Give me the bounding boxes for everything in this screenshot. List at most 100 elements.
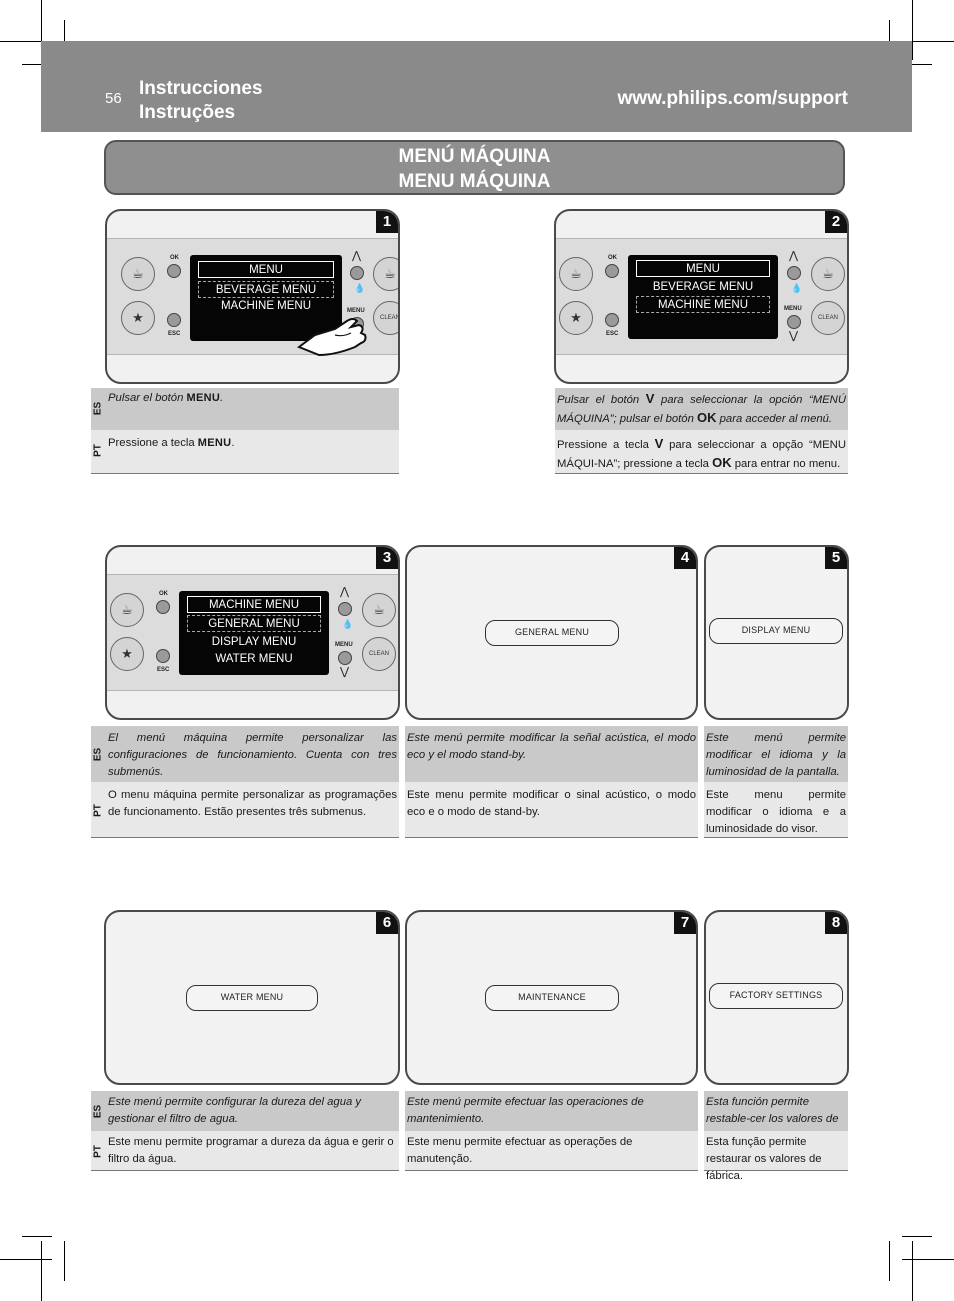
text-pt: Este menu permite modificar o sinal acús…: [405, 782, 698, 838]
special-button[interactable]: ★: [121, 301, 155, 335]
instruction-box-8: Esta función permite restable-cer los va…: [704, 1091, 848, 1182]
clean-button[interactable]: CLEAN: [373, 301, 400, 335]
ok-button[interactable]: [605, 264, 619, 278]
page-title: Instrucciones Instruções: [139, 77, 263, 125]
esc-label: ESC: [168, 331, 181, 337]
maintenance-button[interactable]: MAINTENANCE: [485, 985, 619, 1011]
screen-line-1: MACHINE MENU: [187, 596, 321, 613]
text-pt: Esta função permite restaurar os valores…: [704, 1131, 848, 1182]
instruction-box-1: Pulsar el botón MENU. Pressione a tecla …: [91, 388, 399, 474]
lang-label-pt: PT: [92, 444, 104, 457]
cup-button[interactable]: ☕: [121, 257, 155, 291]
text-part: .: [220, 392, 224, 404]
title-pt: Instruções: [139, 102, 236, 123]
instruction-box-6: Este menú permite configurar la dureza d…: [91, 1091, 399, 1171]
step-number: 7: [674, 912, 696, 934]
menu-button[interactable]: [338, 651, 352, 665]
menu-button[interactable]: [787, 315, 801, 329]
control-panel: ☕ ★ OK ESC MENU BEVERAGE MENU MACHINE ME…: [107, 238, 400, 357]
step-number: 3: [376, 547, 398, 569]
step-number: 6: [376, 912, 398, 934]
screen-line-1: MENU: [636, 260, 770, 277]
screen-line-2: BEVERAGE MENU: [198, 281, 334, 298]
factory-settings-button[interactable]: FACTORY SETTINGS: [709, 983, 843, 1009]
aroma-icon: 💧: [342, 619, 354, 629]
special-button[interactable]: ★: [559, 301, 593, 335]
up-button[interactable]: [787, 266, 801, 280]
cup-icon: ☕: [121, 602, 133, 617]
screen-line-3: MACHINE MENU: [636, 296, 770, 313]
ok-label: OK: [608, 255, 617, 261]
menu-label: MENU: [784, 306, 802, 312]
up-button[interactable]: [338, 602, 352, 616]
aroma-icon: 💧: [354, 283, 366, 293]
screen-line-3: MACHINE MENU: [220, 300, 312, 312]
text-pt: Pressione a tecla V para seleccionar a o…: [555, 430, 848, 474]
down-key: V: [654, 436, 664, 451]
cup-button[interactable]: ☕: [559, 257, 593, 291]
esc-button[interactable]: [605, 313, 619, 327]
page-header: 56 Instrucciones Instruções www.philips.…: [41, 41, 912, 132]
title-es: Instrucciones: [139, 78, 263, 99]
text-part: Pressione a tecla: [108, 437, 198, 449]
esc-button[interactable]: [156, 649, 170, 663]
step-number: 1: [376, 211, 398, 233]
up-button[interactable]: [350, 266, 364, 280]
ok-button[interactable]: [167, 264, 181, 278]
coffee-cup-icon: ☕: [373, 602, 385, 617]
text-es: Pulsar el botón V para seleccionar la op…: [555, 388, 848, 430]
step-panel-3: 3 ☕ ★ OK ESC MACHINE MENU GENERAL MENU D…: [105, 545, 400, 720]
clean-label: CLEAN: [379, 315, 400, 321]
support-url: www.philips.com/support: [617, 88, 848, 109]
star-cup-icon: ★: [121, 646, 133, 661]
ok-button[interactable]: [156, 600, 170, 614]
general-menu-button[interactable]: GENERAL MENU: [485, 620, 619, 646]
display-menu-button[interactable]: DISPLAY MENU: [709, 618, 843, 644]
text-part: para entrar no menu.: [731, 458, 841, 470]
display-screen: MACHINE MENU GENERAL MENU DISPLAY MENU W…: [179, 591, 329, 675]
display-screen: MENU BEVERAGE MENU MACHINE MENU: [190, 255, 342, 341]
display-screen: MENU BEVERAGE MENU MACHINE MENU: [628, 255, 778, 339]
chevron-up-icon: ⋀: [789, 250, 799, 262]
esc-button[interactable]: [167, 313, 181, 327]
clean-button[interactable]: CLEAN: [811, 301, 845, 335]
text-part: Pulsar el botón: [108, 392, 187, 404]
special-button[interactable]: ★: [110, 637, 144, 671]
cup-icon: ☕: [132, 266, 144, 281]
coffee-button[interactable]: ☕: [373, 257, 398, 291]
lang-label-pt: PT: [92, 1145, 104, 1158]
screen-line-4: WATER MENU: [215, 653, 293, 665]
star-cup-icon: ★: [132, 310, 144, 325]
text-part: Pulsar el botón: [557, 394, 646, 406]
step-number: 5: [825, 547, 847, 569]
chevron-down-icon: ⋁: [789, 330, 799, 342]
lang-label-es: ES: [92, 1104, 104, 1119]
cup-button[interactable]: ☕: [110, 593, 144, 627]
lang-label-pt: PT: [92, 804, 104, 817]
text-es: Este menú permite efectuar las operacion…: [405, 1091, 698, 1131]
screen-line-2: BEVERAGE MENU: [652, 281, 754, 293]
control-panel: ☕ ★ OK ESC MENU BEVERAGE MENU MACHINE ME…: [556, 238, 847, 355]
instruction-box-2: Pulsar el botón V para seleccionar la op…: [555, 388, 848, 474]
lang-label-es: ES: [92, 401, 104, 416]
coffee-cup-icon: ☕: [822, 266, 834, 281]
text-pt: Pressione a tecla MENU.: [91, 430, 399, 474]
text-pt: Este menu permite efectuar as operações …: [405, 1131, 698, 1171]
text-part: para seleccionar a opção “MENU MÁQUI-NA”…: [557, 439, 846, 470]
text-part: .: [231, 437, 235, 449]
esc-label: ESC: [606, 331, 619, 337]
coffee-button[interactable]: ☕: [362, 593, 396, 627]
instruction-box-3: El menú máquina permite personalizar las…: [91, 726, 399, 838]
step-panel-5: 5 DISPLAY MENU: [704, 545, 849, 720]
ok-label: OK: [170, 255, 179, 261]
step-panel-7: 7 MAINTENANCE: [405, 910, 698, 1085]
chevron-up-icon: ⋀: [340, 586, 350, 598]
coffee-button[interactable]: ☕: [811, 257, 845, 291]
text-pt: Este menu permite modificar o idioma e a…: [704, 782, 848, 838]
text-es: Este menú permite modificar la señal acú…: [405, 726, 698, 782]
step-number: 2: [825, 211, 847, 233]
step-panel-4: 4 GENERAL MENU: [405, 545, 698, 720]
ok-key: OK: [697, 410, 717, 425]
water-menu-button[interactable]: WATER MENU: [186, 985, 318, 1011]
clean-button[interactable]: CLEAN: [362, 637, 396, 671]
